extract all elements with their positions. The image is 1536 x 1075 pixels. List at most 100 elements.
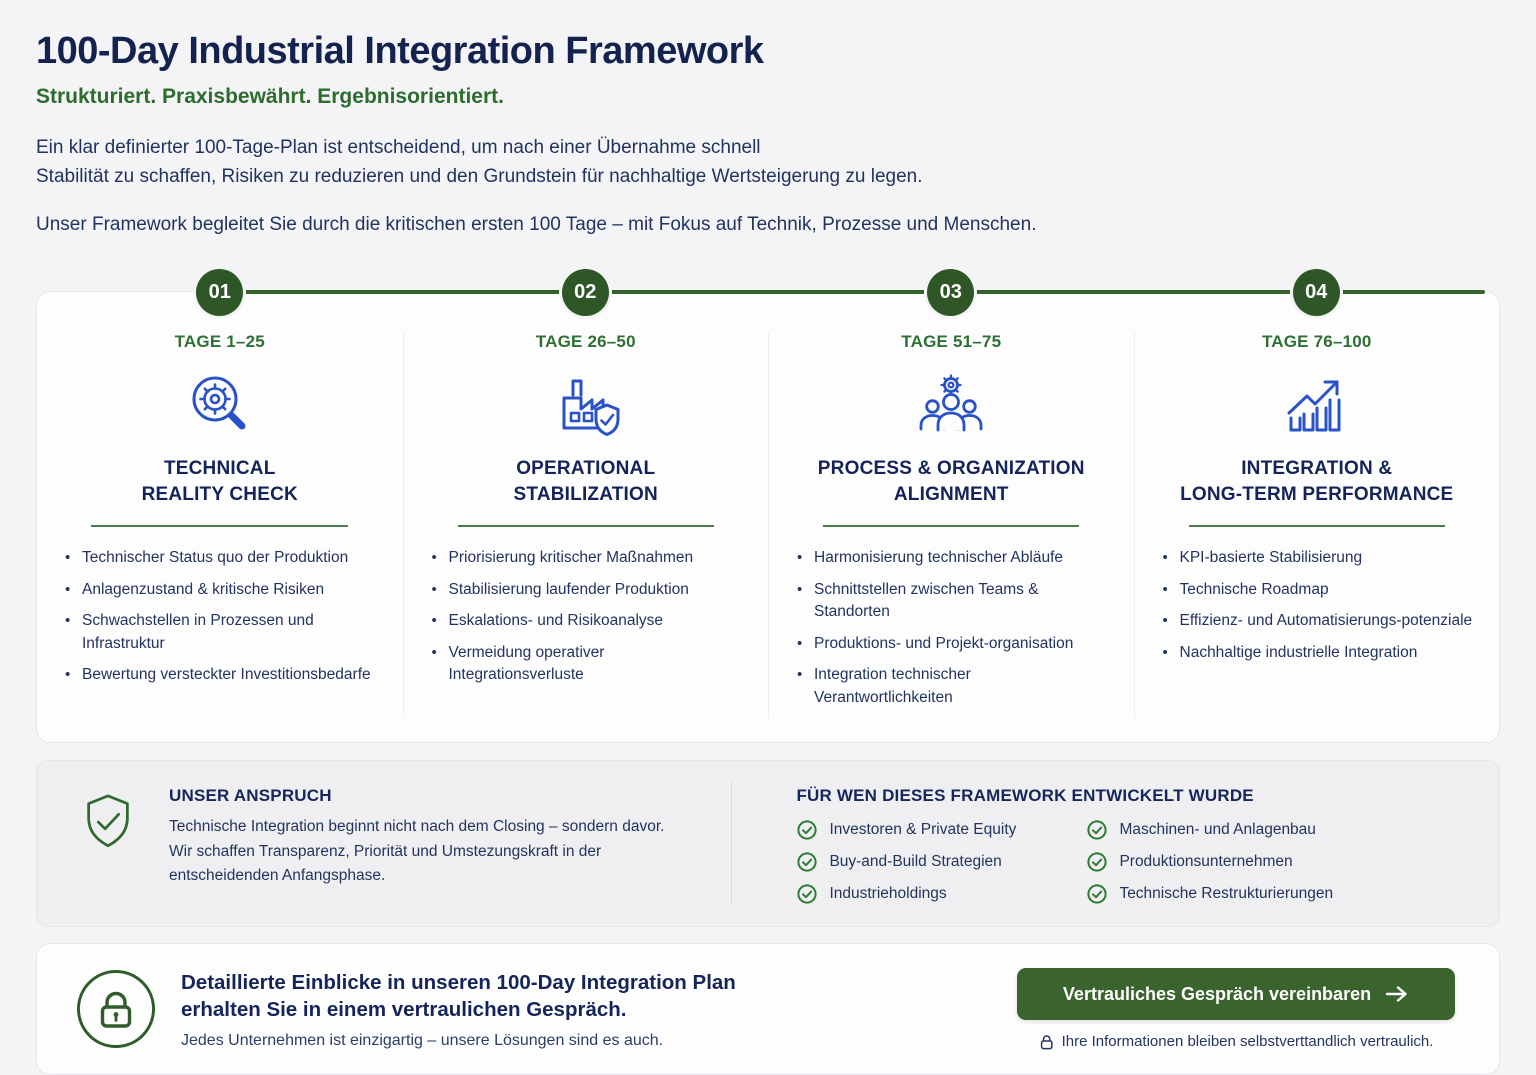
phase-card: 01 02 03 04 TAGE 1–25 [36,269,1500,743]
audience-item: Investoren & Private Equity [796,819,1086,841]
intro-line-1: Ein klar definierter 100-Tage-Plan ist e… [36,137,761,158]
lock-icon [77,970,155,1048]
audience-item-label: Industrieholdings [829,885,947,902]
cta-subtext: Jedes Unternehmen ist einzigartig – unse… [181,1031,664,1049]
timeline-step-badge-4: 04 [1292,269,1340,316]
timeline: 01 02 03 04 TAGE 1–25 [36,269,1500,743]
check-circle-icon [797,820,818,840]
bullet-item: Technischer Status quo der Produktion [63,547,377,570]
phase-bullet-list: Priorisierung kritischer Maßnahmen Stabi… [430,547,743,687]
phase-bullet-list: Harmonisierung technischer Abläufe Schni… [795,547,1108,709]
audience-item-label: Investoren & Private Equity [829,821,1017,838]
phase-column-3: TAGE 51–75 [768,332,1134,718]
audience-item: Industrieholdings [796,883,1086,905]
cta-heading: Detaillierte Einblicke in unseren 100-Da… [181,969,736,1024]
bullet-item: Vermeidung operativer Integrationsverlus… [430,642,743,687]
arrow-right-icon [1385,986,1407,1002]
bullet-item: Harmonisierung technischer Abläufe [795,547,1108,570]
audience-item: Buy-and-Build Strategien [796,851,1086,873]
intro-paragraph-2: Unser Framework begleitet Sie durch die … [36,214,1037,235]
bullet-item: Stabilisierung laufender Produktion [430,579,743,602]
bullet-item: Technische Roadmap [1161,579,1474,602]
audience-item: Technische Restrukturierungen [1086,883,1499,905]
check-circle-icon [1087,852,1108,872]
phase-bullet-list: Technischer Status quo der Produktion An… [63,547,377,687]
phase-title-line1: OPERATIONAL [516,458,656,479]
band-divider [731,782,733,905]
factory-shield-icon [430,364,743,448]
bullet-item: Effizienz- und Automatisierungs-potenzia… [1161,610,1474,633]
phase-title: OPERATIONAL STABILIZATION [430,456,743,508]
audience-grid: Investoren & Private Equity Maschinen- u… [796,819,1499,905]
phase-underline [457,525,714,527]
timeline-step-badge-1: 01 [196,269,244,316]
phase-title: TECHNICAL REALITY CHECK [63,456,377,508]
audience-section: FÜR WEN DIESES FRAMEWORK ENTWICKELT WURD… [732,782,1499,905]
lock-icon-small [1040,1034,1053,1049]
audience-item-label: Maschinen- und Anlagenbau [1119,821,1316,838]
phase-title-line2: ALIGNMENT [893,484,1009,505]
bullet-item: Anlagenzustand & kritische Risiken [63,579,377,602]
cta-action-block: Vertrauliches Gespräch vereinbaren Ihre … [1017,968,1455,1050]
phase-column-4: TAGE 76–100 INTEGRATION & LONG-TERM PERF… [1133,332,1500,718]
claim-audience-band: UNSER ANSPRUCH Technische Integration be… [36,760,1500,927]
check-circle-icon [1087,884,1108,904]
cta-card: Detaillierte Einblicke in unseren 100-Da… [36,943,1500,1075]
check-circle-icon [797,884,818,904]
cta-heading-line2: erhalten Sie in einem vertraulichen Gesp… [181,998,627,1021]
phase-title-line1: INTEGRATION & [1241,458,1393,479]
phase-range-label: TAGE 51–75 [901,332,1002,351]
phase-underline [1188,525,1445,527]
audience-item: Maschinen- und Anlagenbau [1086,819,1499,841]
phase-column-2: TAGE 26–50 OPERATIONAL STABILIZATION [402,332,769,718]
bullet-item: Nachhaltige industrielle Integration [1161,642,1474,665]
bullet-item: Schnittstellen zwischen Teams & Standort… [795,579,1108,624]
bullet-item: Integration technischer Verantwortlichke… [795,664,1108,709]
audience-item-label: Produktionsunternehmen [1119,853,1293,870]
privacy-note: Ihre Informationen bleiben selbstverttan… [1017,1033,1455,1050]
page-subtitle: Strukturiert. Praxisbewährt. Ergebnisori… [36,85,504,108]
bullet-item: Schwachstellen in Prozessen und Infrastr… [63,610,377,655]
claim-line: Technische Integration beginnt nicht nac… [169,818,665,835]
phase-column-1: TAGE 1–25 [37,332,403,718]
phase-bullet-list: KPI-basierte Stabilisierung Technische R… [1161,547,1474,664]
phase-title-line1: TECHNICAL [163,458,276,479]
cta-text-block: Detaillierte Einblicke in unseren 100-Da… [181,969,736,1050]
claim-text-block: UNSER ANSPRUCH Technische Integration be… [169,786,664,905]
growth-chart-icon [1161,364,1474,448]
phase-underline [91,525,349,527]
claim-line: Wir schaffen Transparenz, Priorität und … [169,842,602,860]
bullet-item: KPI-basierte Stabilisierung [1161,547,1474,570]
timeline-connector-line [219,289,1485,294]
phase-range-label: TAGE 26–50 [535,332,636,351]
bullet-item: Priorisierung kritischer Maßnahmen [430,547,743,570]
check-circle-icon [1087,820,1108,840]
audience-item-label: Buy-and-Build Strategien [829,853,1002,870]
phase-title: INTEGRATION & LONG-TERM PERFORMANCE [1161,456,1474,508]
phase-range-label: TAGE 1–25 [174,332,265,351]
bullet-item: Produktions- und Projekt-organisation [795,633,1108,656]
shield-check-icon [77,786,139,905]
phase-title-line2: REALITY CHECK [141,484,298,505]
page-title: 100-Day Industrial Integration Framework [36,30,764,72]
bullet-item: Bewertung versteckter Investitionsbedarf… [63,664,377,687]
schedule-call-button[interactable]: Vertrauliches Gespräch vereinbaren [1017,968,1455,1020]
audience-heading: FÜR WEN DIESES FRAMEWORK ENTWICKELT WURD… [796,786,1254,805]
intro-paragraph-1: Ein klar definierter 100-Tage-Plan ist e… [36,133,1500,191]
phase-title-line2: STABILIZATION [513,484,658,505]
bullet-item: Eskalations- und Risikoanalyse [430,610,743,633]
team-gear-icon [795,364,1108,448]
claim-section: UNSER ANSPRUCH Technische Integration be… [37,782,731,905]
privacy-note-text: Ihre Informationen bleiben selbstverttan… [1061,1033,1434,1050]
intro-line-2: Stabilität zu schaffen, Risiken zu reduz… [36,166,923,187]
magnifier-gear-icon [63,364,377,448]
timeline-step-badge-3: 03 [927,269,975,316]
phase-underline [823,525,1080,527]
phase-title-line2: LONG-TERM PERFORMANCE [1180,484,1454,505]
claim-heading: UNSER ANSPRUCH [169,786,332,805]
check-circle-icon [797,852,818,872]
schedule-call-button-label: Vertrauliches Gespräch vereinbaren [1062,983,1372,1004]
phase-title-line1: PROCESS & ORGANIZATION [817,458,1085,479]
timeline-step-badge-2: 02 [561,269,609,316]
